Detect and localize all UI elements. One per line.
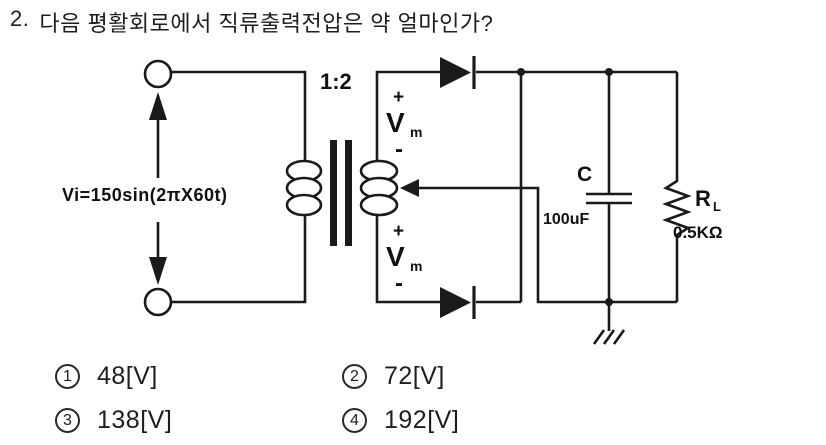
question-text: 다음 평활회로에서 직류출력전압은 약 얼마인가?	[39, 11, 494, 36]
option-4: 4 192[V]	[342, 406, 615, 435]
transformer: 1:2	[285, 69, 399, 246]
secondary-wires	[375, 70, 440, 304]
vm-top-minus: -	[395, 136, 403, 163]
arrow-left-icon	[400, 179, 419, 197]
vm-top-plus: +	[393, 87, 404, 108]
capacitor-label: C	[577, 163, 592, 186]
vm-bottom-minus: -	[395, 270, 403, 297]
option-4-marker: 4	[342, 408, 367, 433]
resistor-label: R	[695, 186, 711, 211]
primary-wires	[171, 70, 307, 304]
voltage-source: Vi=150sin(2πX60t)	[62, 59, 228, 317]
option-3-label: 138[V]	[97, 406, 173, 434]
option-3: 3 138[V]	[55, 406, 342, 435]
capacitor-value: 100uF	[543, 211, 589, 228]
answer-options: 1 48[V] 2 72[V] 3 138[V] 4 192[V]	[55, 362, 615, 435]
vm-bottom-v: V	[386, 241, 405, 272]
turns-ratio-label: 1:2	[320, 69, 352, 94]
question: 2. 다음 평활회로에서 직류출력전압은 약 얼마인가?	[10, 6, 493, 38]
core-bar	[345, 140, 352, 246]
junction-dot	[517, 68, 525, 76]
vm-bottom-plus: +	[393, 221, 404, 242]
center-tap-wire	[400, 179, 677, 304]
arrow-up-icon	[149, 92, 167, 120]
option-1-label: 48[V]	[97, 362, 158, 390]
option-2-label: 72[V]	[384, 362, 445, 390]
option-2: 2 72[V]	[342, 362, 615, 391]
option-3-marker: 3	[55, 408, 80, 433]
vm-bottom-sub: m	[410, 258, 422, 274]
resistor-value: 0.5KΩ	[673, 223, 723, 242]
option-1-marker: 1	[55, 364, 80, 389]
terminal-top-icon	[143, 59, 173, 89]
source-label: Vi=150sin(2πX60t)	[62, 185, 228, 205]
diode-bottom-icon	[440, 286, 476, 319]
vm-top-sub: m	[410, 124, 422, 140]
ground-icon	[592, 302, 626, 345]
question-number: 2.	[10, 6, 30, 31]
option-4-label: 192[V]	[384, 406, 460, 434]
vm-top-v: V	[386, 107, 405, 138]
terminal-bottom-icon	[143, 287, 173, 317]
resistor-sub: L	[713, 199, 721, 214]
vm-top-label: + V m -	[386, 87, 422, 163]
resistor-icon: R L 0.5KΩ	[662, 72, 723, 302]
arrow-down-icon	[149, 257, 167, 285]
option-2-marker: 2	[342, 364, 367, 389]
vm-bottom-label: + V m -	[386, 221, 422, 297]
diode-top-icon	[440, 56, 476, 89]
core-bar	[330, 140, 337, 246]
option-1: 1 48[V]	[55, 362, 342, 391]
capacitor-icon: C 100uF	[543, 72, 632, 302]
